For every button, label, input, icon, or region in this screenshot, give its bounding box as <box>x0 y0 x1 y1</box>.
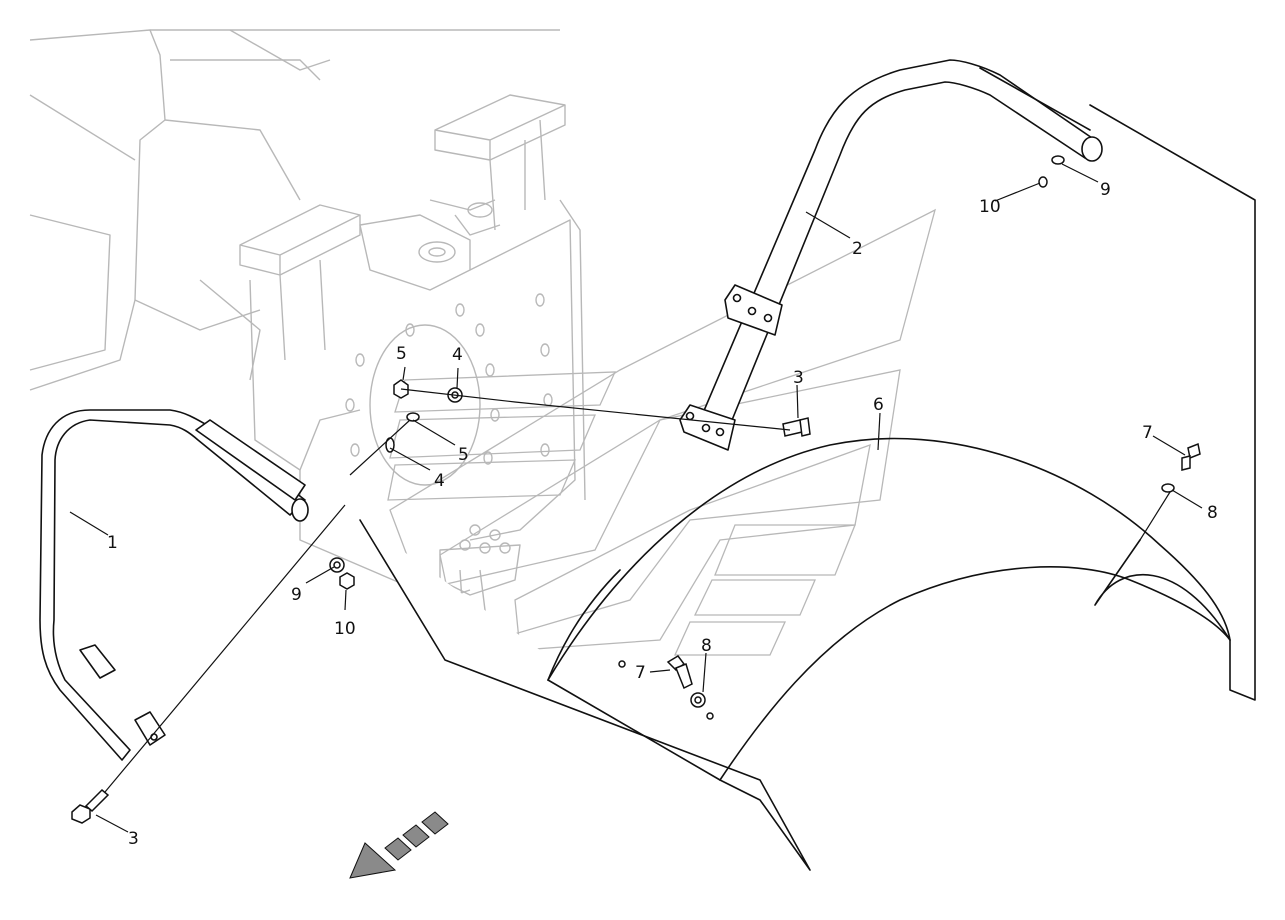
hardware <box>71 155 1201 824</box>
callout-2: 2 <box>852 239 863 259</box>
fender-part-6 <box>359 104 1256 871</box>
callout-4-lower: 4 <box>434 471 445 491</box>
callout-5-upper: 5 <box>396 344 407 364</box>
callout-8-lower: 8 <box>701 636 712 656</box>
callout-8-right: 8 <box>1207 503 1218 523</box>
machine-frame <box>29 29 937 656</box>
callout-4-upper: 4 <box>452 345 463 365</box>
callout-6: 6 <box>873 395 884 415</box>
direction-arrow-icon <box>349 811 449 879</box>
callout-3-upper: 3 <box>793 368 804 388</box>
callout-9-upper: 9 <box>1100 180 1111 200</box>
leader-lines <box>69 163 1203 833</box>
handrail-part-2 <box>679 59 1103 451</box>
callout-3-lower: 3 <box>128 829 139 849</box>
callout-7-lower: 7 <box>635 663 646 683</box>
callout-10-upper: 10 <box>979 197 1001 217</box>
callout-labels: 1 2 3 3 4 4 5 5 6 7 7 8 8 9 9 10 10 <box>107 180 1218 849</box>
callout-9-left: 9 <box>291 585 302 605</box>
handrail-part-1 <box>39 409 309 761</box>
bolt-circle <box>345 293 553 554</box>
callout-1: 1 <box>107 533 118 553</box>
callout-5-lower: 5 <box>458 445 469 465</box>
callout-10-left: 10 <box>334 619 356 639</box>
callout-7-right: 7 <box>1142 423 1153 443</box>
